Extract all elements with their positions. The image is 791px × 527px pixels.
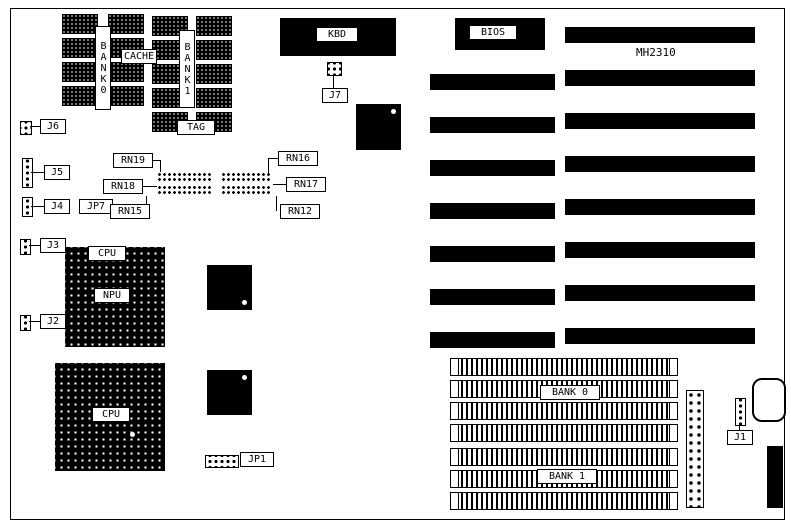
lead-line [30,126,40,127]
simm-socket [450,448,678,466]
qfp-chip [356,104,401,150]
isa-slot [565,328,755,344]
power-pin-header [686,390,704,508]
label-rn17: RN17 [286,177,326,192]
lead-line [146,196,147,211]
pin1-marker [391,109,396,114]
isa-slot [565,70,755,86]
isa-slot [430,246,555,262]
lead-line [29,245,40,246]
lead-line [333,74,334,88]
cache-ram-chip [62,62,98,82]
cache-ram-chip [108,62,144,82]
lead-line [160,160,161,172]
cache-ram-chip [62,38,98,58]
label-rn15: RN15 [110,204,150,219]
isa-slot [565,199,755,215]
isa-slot [430,160,555,176]
j4-connector [22,197,33,217]
label-j3: J3 [40,238,66,253]
isa-slot [430,203,555,219]
label-cache-bank0: BANK0 [95,26,111,110]
qfp-chip [207,370,252,415]
label-jp7: JP7 [79,199,113,214]
resistor-network-strip [157,172,211,182]
isa-slot [430,74,555,90]
j6-connector [20,121,32,135]
label-j1: J1 [727,430,753,445]
simm-socket [450,402,678,420]
lead-line [268,158,280,159]
cache-ram-chip [108,86,144,106]
lead-line [29,321,40,322]
label-rn19: RN19 [113,153,153,168]
edge-connector-bar [767,446,783,508]
pin1-marker [242,300,247,305]
resistor-network-strip [221,172,271,182]
label-j6: J6 [40,119,66,134]
simm-socket [450,424,678,442]
label-j5: J5 [44,165,70,180]
cache-ram-chip [196,64,232,84]
cache-ram-chip [196,40,232,60]
label-tag: TAG [177,120,215,135]
isa-slot [430,289,555,305]
isa-slot [565,242,755,258]
j5-connector [22,158,33,188]
pin1-marker [242,375,247,380]
isa-slot [565,113,755,129]
label-cpu-top: CPU [88,246,126,261]
isa-slot [430,332,555,348]
resistor-network-strip [221,185,271,195]
simm-socket [450,492,678,510]
label-kbd: KBD [316,27,358,42]
lead-line [139,186,157,187]
keyboard-din-connector [752,378,786,422]
isa-slot [565,27,755,43]
cache-ram-chip [62,14,98,34]
isa-slot [430,117,555,133]
lead-line [739,424,740,430]
label-cache-bank1: BANK1 [179,30,195,108]
qfp-chip [207,265,252,310]
lead-line [31,172,44,173]
label-npu: NPU [94,288,130,303]
lead-line [149,160,161,161]
isa-slot [565,156,755,172]
lead-line [31,206,44,207]
resistor-network-strip [157,185,211,195]
cache-ram-chip [62,86,98,106]
jp1-connector [205,455,239,468]
lead-line [268,158,269,174]
pin1-marker [130,432,135,437]
lead-line [273,184,286,185]
lead-line [276,196,277,211]
label-j4: J4 [44,199,70,214]
label-j7: J7 [322,88,348,103]
j7-connector [327,62,342,76]
label-bios: BIOS [469,25,517,40]
board-outline [10,8,785,520]
j3-connector [20,239,31,255]
label-rn12: RN12 [280,204,320,219]
j1-connector [735,398,746,426]
isa-slot [565,285,755,301]
label-simm-bank1: BANK 1 [537,469,597,484]
board-model: MH2310 [636,46,676,59]
cache-ram-chip [108,14,144,34]
label-j2: J2 [40,314,66,329]
label-cache: CACHE [121,49,158,64]
j2-connector [20,315,31,331]
cache-ram-chip [196,88,232,108]
simm-socket [450,358,678,376]
label-rn16: RN16 [278,151,318,166]
label-jp1: JP1 [240,452,274,467]
label-cpu-bottom: CPU [92,407,130,422]
cache-ram-chip [196,16,232,36]
label-rn18: RN18 [103,179,143,194]
label-simm-bank0: BANK 0 [540,385,600,400]
